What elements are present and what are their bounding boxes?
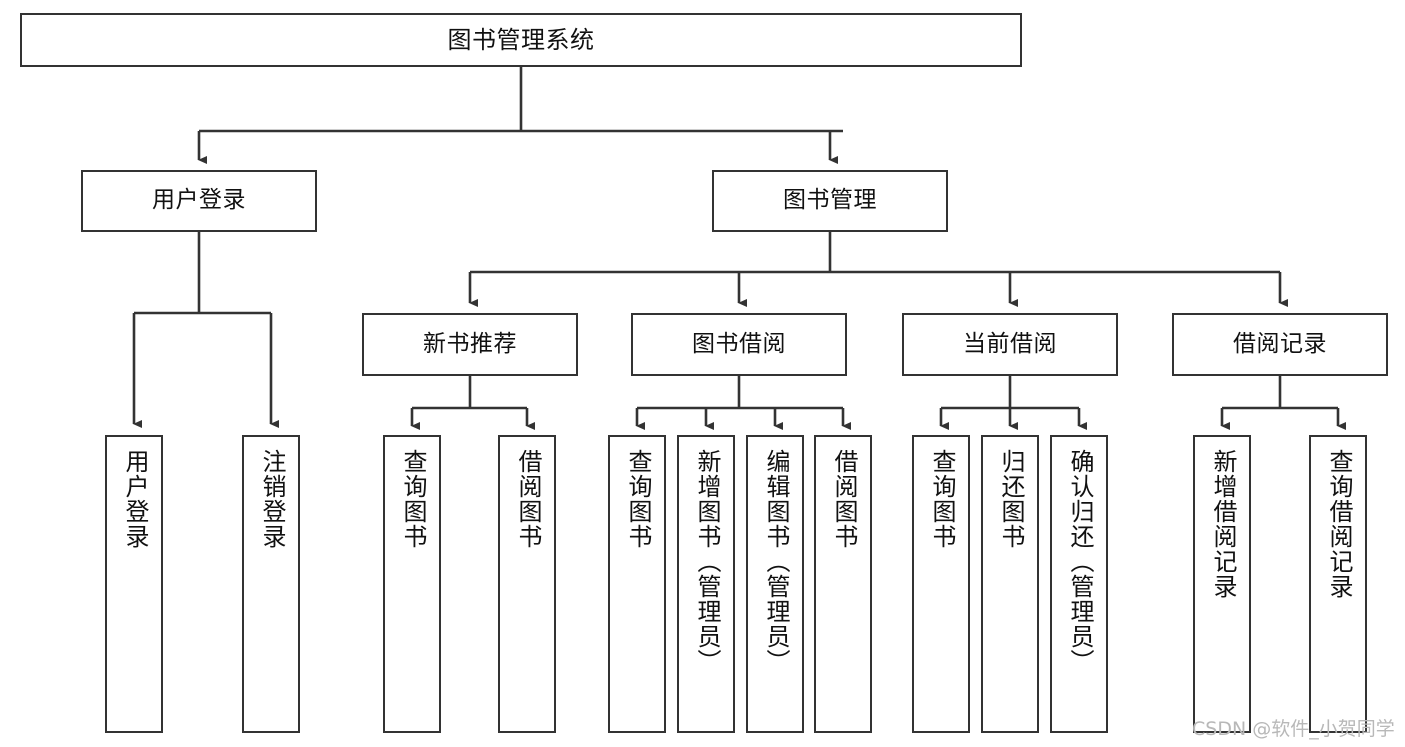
leaf-book-borrow-borrow-book[interactable]: 借阅图书 <box>814 435 872 733</box>
leaf-current-borrow-query-book[interactable]: 查询图书 <box>912 435 970 733</box>
node-label: 借阅记录 <box>1233 330 1327 357</box>
leaf-current-borrow-return-book[interactable]: 归还图书 <box>981 435 1039 733</box>
node-book-borrow[interactable]: 图书借阅 <box>631 313 847 376</box>
node-label: 确认归还（管理员） <box>1065 449 1094 674</box>
node-label: 图书借阅 <box>692 330 786 357</box>
node-label: 新书推荐 <box>423 330 517 357</box>
node-label: 编辑图书（管理员） <box>761 449 790 674</box>
node-label: 查询借阅记录 <box>1324 449 1353 599</box>
leaf-current-borrow-confirm-return-admin[interactable]: 确认归还（管理员） <box>1050 435 1108 733</box>
leaf-new-book-borrow-book[interactable]: 借阅图书 <box>498 435 556 733</box>
node-label: 图书管理系统 <box>447 25 595 54</box>
leaf-borrow-record-add-record[interactable]: 新增借阅记录 <box>1193 435 1251 733</box>
leaf-borrow-record-query-record[interactable]: 查询借阅记录 <box>1309 435 1367 733</box>
leaf-book-borrow-query-book[interactable]: 查询图书 <box>608 435 666 733</box>
node-label: 当前借阅 <box>963 330 1057 357</box>
node-label: 注销登录 <box>257 449 286 549</box>
node-label: 用户登录 <box>152 187 246 214</box>
leaf-book-borrow-edit-book-admin[interactable]: 编辑图书（管理员） <box>746 435 804 733</box>
node-new-book-recommend[interactable]: 新书推荐 <box>362 313 578 376</box>
node-label: 归还图书 <box>996 449 1025 549</box>
node-label: 新增借阅记录 <box>1208 449 1237 599</box>
node-label: 图书管理 <box>783 187 877 214</box>
node-borrow-record[interactable]: 借阅记录 <box>1172 313 1388 376</box>
node-label: 查询图书 <box>623 449 652 549</box>
node-label: 新增图书（管理员） <box>692 449 721 674</box>
node-label: 借阅图书 <box>829 449 858 549</box>
leaf-new-book-query-book[interactable]: 查询图书 <box>383 435 441 733</box>
node-user-login[interactable]: 用户登录 <box>81 170 317 232</box>
node-root-book-management-system[interactable]: 图书管理系统 <box>20 13 1022 67</box>
node-current-borrow[interactable]: 当前借阅 <box>902 313 1118 376</box>
node-label: 查询图书 <box>398 449 427 549</box>
leaf-book-borrow-add-book-admin[interactable]: 新增图书（管理员） <box>677 435 735 733</box>
leaf-user-login-logout[interactable]: 注销登录 <box>242 435 300 733</box>
node-label: 用户登录 <box>120 449 149 549</box>
csdn-watermark: CSDN @软件_小贺同学 <box>1192 718 1395 740</box>
node-label: 查询图书 <box>927 449 956 549</box>
leaf-user-login-login[interactable]: 用户登录 <box>105 435 163 733</box>
node-label: 借阅图书 <box>513 449 542 549</box>
node-book-management[interactable]: 图书管理 <box>712 170 948 232</box>
